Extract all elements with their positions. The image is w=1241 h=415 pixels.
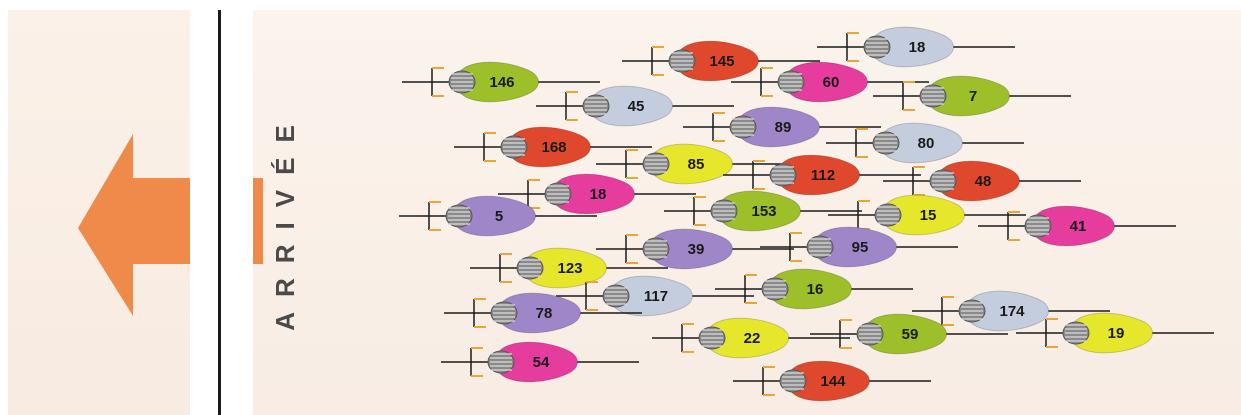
- rider: 60: [731, 61, 929, 103]
- rider: 16: [715, 268, 913, 310]
- rider: 15: [828, 194, 1026, 236]
- rider-number: 5: [495, 208, 503, 225]
- rider: 144: [733, 360, 931, 402]
- rider: 22: [652, 317, 850, 359]
- rider-number: 48: [975, 173, 992, 190]
- jersey: [926, 75, 1010, 117]
- jersey: [452, 195, 536, 237]
- rider: 39: [596, 228, 794, 270]
- rider-number: 59: [902, 326, 919, 343]
- rider-number: 78: [536, 305, 553, 322]
- rider-number: 15: [920, 207, 937, 224]
- rider-number: 153: [751, 203, 776, 220]
- rider: 95: [760, 226, 958, 268]
- rider: 19: [1016, 312, 1214, 354]
- jersey: [965, 290, 1049, 332]
- jersey: [507, 126, 591, 168]
- rider-number: 39: [688, 241, 705, 258]
- jersey: [455, 61, 539, 103]
- jersey: [1069, 312, 1153, 354]
- rider-number: 85: [688, 156, 705, 173]
- rider: 54: [441, 341, 639, 383]
- rider: 89: [683, 106, 881, 148]
- jersey: [881, 194, 965, 236]
- jersey: [768, 268, 852, 310]
- rider: 18: [498, 173, 696, 215]
- jersey: [675, 40, 759, 82]
- rider: 78: [444, 292, 642, 334]
- rider-number: 19: [1108, 325, 1125, 342]
- rider: 85: [596, 143, 794, 185]
- rider-number: 145: [709, 53, 734, 70]
- jersey: [776, 154, 860, 196]
- rider-number: 117: [644, 288, 668, 305]
- jersey: [784, 61, 868, 103]
- jersey: [589, 85, 673, 127]
- jersey: [494, 341, 578, 383]
- rider-number: 174: [999, 303, 1025, 320]
- rider: 123: [470, 247, 668, 289]
- rider-number: 41: [1070, 218, 1087, 235]
- rider-number: 54: [533, 354, 550, 371]
- finish-line: [218, 10, 221, 415]
- rider: 174: [912, 290, 1110, 332]
- rider-number: 45: [628, 98, 645, 115]
- rider: 153: [664, 190, 862, 232]
- rider-number: 80: [918, 135, 935, 152]
- jersey: [523, 247, 607, 289]
- jersey: [649, 228, 733, 270]
- rider-number: 18: [590, 186, 607, 203]
- rider: 45: [536, 85, 734, 127]
- jersey: [936, 160, 1020, 202]
- jersey: [551, 173, 635, 215]
- rider-number: 16: [807, 281, 824, 298]
- rider: 168: [454, 126, 652, 168]
- rider-number: 18: [909, 39, 926, 56]
- rider: 59: [810, 313, 1008, 355]
- rider-number: 123: [557, 260, 582, 277]
- jersey: [813, 226, 897, 268]
- jersey: [705, 317, 789, 359]
- jersey: [870, 26, 954, 68]
- rider-number: 168: [541, 139, 566, 156]
- rider-number: 22: [744, 330, 761, 347]
- jersey: [879, 122, 963, 164]
- jersey: [1031, 205, 1115, 247]
- rider: 80: [826, 122, 1024, 164]
- rider: 5: [399, 195, 597, 237]
- rider: 48: [883, 160, 1081, 202]
- jersey: [717, 190, 801, 232]
- finish-marker: [253, 178, 263, 264]
- rider: 117: [556, 275, 754, 317]
- jersey: [786, 360, 870, 402]
- jersey: [736, 106, 820, 148]
- rider-number: 7: [969, 88, 977, 105]
- rider-number: 112: [811, 167, 835, 184]
- rider: 7: [873, 75, 1071, 117]
- rider: 18: [817, 26, 1015, 68]
- jersey: [497, 292, 581, 334]
- rider-number: 146: [489, 74, 514, 91]
- rider: 41: [978, 205, 1176, 247]
- rider-number: 95: [852, 239, 869, 256]
- rider-number: 60: [823, 74, 840, 91]
- jersey: [863, 313, 947, 355]
- rider: 145: [622, 40, 820, 82]
- jersey: [609, 275, 693, 317]
- rider-number: 89: [775, 119, 792, 136]
- left-arrow-shape: [78, 134, 190, 316]
- rider: 146: [402, 61, 600, 103]
- jersey: [649, 143, 733, 185]
- rider-number: 144: [820, 373, 846, 390]
- rider: 112: [723, 154, 921, 196]
